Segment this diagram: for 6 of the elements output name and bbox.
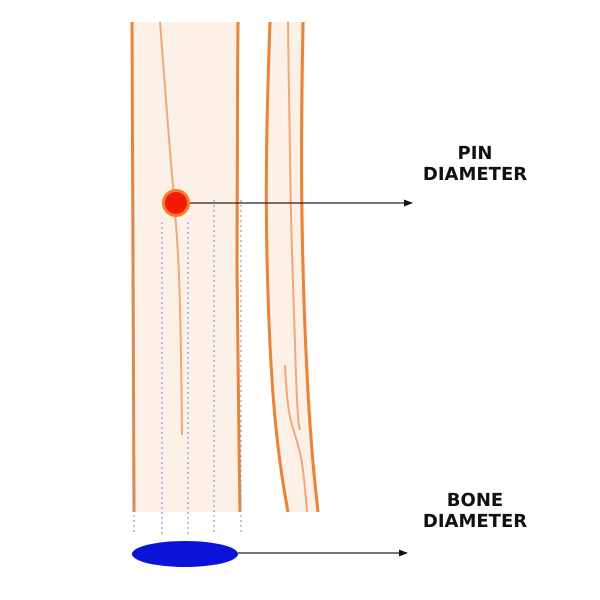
pin-cross-section <box>162 189 190 217</box>
bone-cross-section <box>132 541 238 567</box>
arrow <box>190 199 413 207</box>
dimension-label: PIN DIAMETER <box>422 143 528 185</box>
dimension-label: BONE DIAMETER <box>422 490 528 532</box>
arrow <box>238 549 408 557</box>
